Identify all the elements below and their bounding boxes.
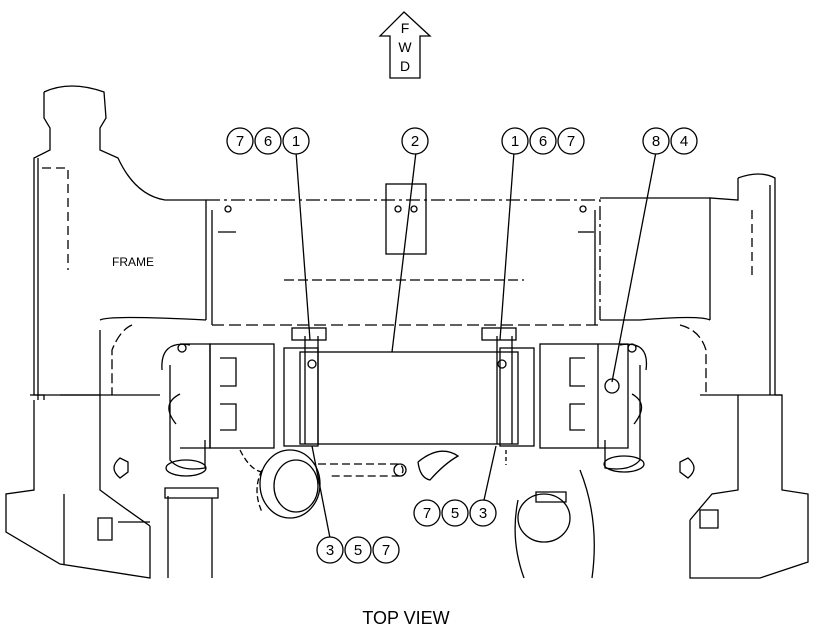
callout-top-right: 1 6 7 (501, 127, 585, 155)
forward-arrow (378, 11, 432, 79)
frame-label: FRAME (112, 255, 154, 269)
balloon-number: 7 (236, 133, 244, 150)
balloon-number: 8 (652, 133, 660, 150)
balloon-number: 5 (354, 542, 362, 559)
fwd-letter-d: D (400, 58, 410, 74)
balloon-number: 5 (451, 505, 459, 522)
balloon-number: 7 (567, 133, 575, 150)
cooler-core (283, 327, 535, 447)
callout-bottom-mid: 7 5 3 (413, 499, 497, 527)
balloon-number: 1 (511, 133, 519, 150)
crossmember-upper (111, 183, 707, 395)
callout-far-right: 8 4 (642, 127, 698, 155)
balloon-number: 4 (680, 133, 688, 150)
balloon-number: 6 (264, 133, 272, 150)
view-title: TOP VIEW (362, 608, 449, 628)
callout-bottom-left: 3 5 7 (316, 536, 400, 564)
right-mount (539, 343, 648, 473)
balloon-number: 7 (423, 505, 431, 522)
balloon-number: 6 (539, 133, 547, 150)
balloon-number: 1 (292, 133, 300, 150)
left-mount (161, 343, 275, 477)
fwd-letter-w: W (398, 39, 412, 55)
balloon-number: 7 (382, 542, 390, 559)
fwd-letter-f: F (401, 20, 410, 36)
callout-top-center: 2 (401, 127, 429, 155)
leader-lines (295, 151, 657, 539)
balloon-number: 2 (411, 133, 419, 150)
callout-top-left: 7 6 1 (226, 127, 310, 155)
frame-outline-left (5, 85, 207, 579)
balloon-number: 3 (479, 505, 487, 522)
frame-outline-right (600, 173, 809, 579)
balloon-number: 3 (326, 542, 334, 559)
hoses-lower (113, 449, 695, 579)
